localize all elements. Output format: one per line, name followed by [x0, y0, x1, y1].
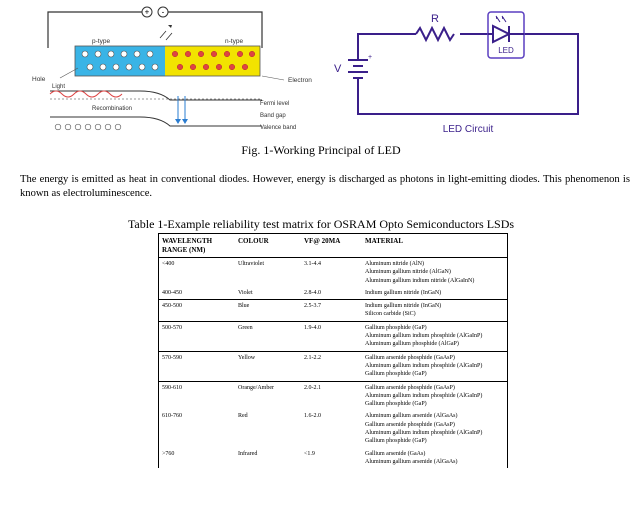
cell-vf: 2.1-2.2 [301, 350, 362, 382]
cell-colour: Infrared [238, 450, 258, 457]
cell-range: <400 [162, 261, 175, 267]
resistor-icon [415, 25, 455, 43]
material-line: Aluminum gallium indium phosphide (AlGaI… [365, 362, 483, 369]
p-type-label: p-type [92, 38, 110, 45]
cell-material: Gallium phosphide (GaP) Aluminum gallium … [362, 320, 508, 352]
minus-sign: - [162, 8, 165, 17]
fermi-level-label: Fermi level [260, 101, 289, 107]
cell-range: 570-590 [158, 350, 235, 382]
table-row: 400-450 Violet 2.8-4.0 Indium gallium nitri… [159, 287, 508, 300]
material-line: Aluminum nitride (AlN) [365, 261, 424, 267]
svg-text:+: + [368, 54, 372, 61]
cell-range: >760 [162, 450, 175, 457]
material-line: Silicon carbide (SiC) [365, 311, 416, 318]
header-material: MATERIAL [362, 233, 508, 258]
resistor-label: R [431, 13, 439, 25]
material-line: Gallium phosphide (GaP) [365, 371, 427, 378]
cell-vf: <1.9 [304, 450, 315, 457]
cell-vf: 1.9-4.0 [301, 320, 362, 352]
cell-vf: 2.0-2.1 [301, 380, 362, 411]
material-line: Gallium arsenide phosphide (GaAsP) [365, 354, 455, 361]
led-junction-diagram: + - p-type n-type Hole Electron Light Re… [32, 6, 312, 131]
material-line: Aluminum gallium indium phosphide (AlGaI… [365, 430, 483, 437]
cell-colour: Green [235, 320, 301, 352]
cell-vf: 3.1-4.4 [304, 261, 321, 267]
cell-colour: Orange/Amber [235, 380, 301, 411]
cell-material: Aluminum nitride (AlN) Aluminum gallium n… [362, 258, 508, 287]
material-line: Gallium phosphide (GaP) [365, 401, 427, 408]
cell-colour: Blue [235, 299, 301, 322]
cell-vf: 2.8-4.0 [304, 289, 321, 296]
material-line: Aluminum gallium nitride (AlGaN) [365, 269, 451, 276]
cell-colour: Yellow [235, 350, 301, 382]
cell-material: Indium gallium nitride (InGaN) [362, 287, 508, 300]
reliability-table: WAVELENGTH RANGE (NM) COLOUR VF@ 20MA MA… [158, 233, 508, 469]
figure-caption: Fig. 1-Working Principal of LED [241, 143, 401, 157]
material-line: Gallium phosphide (GaP) [365, 438, 427, 445]
table-row: <400 Ultraviolet 3.1-4.4 Aluminum nitride (… [159, 258, 508, 287]
led-circuit-diagram: R LED + V LED Circuit [334, 11, 579, 135]
cell-range: 590-610 [158, 380, 235, 411]
electron-label: Electron [288, 77, 312, 84]
material-line: Aluminum gallium indium phosphide (AlGaI… [365, 392, 483, 399]
header-wavelength: WAVELENGTH RANGE (NM) [158, 233, 235, 258]
n-type-region [165, 46, 260, 76]
cell-colour: Violet [238, 289, 253, 296]
cell-colour: Ultraviolet [238, 261, 264, 267]
header-colour: COLOUR [235, 233, 301, 258]
cell-range: 610-760 [162, 413, 182, 420]
cell-colour: Red [238, 413, 248, 420]
cell-vf: 1.6-2.0 [304, 413, 321, 420]
led-label: LED [498, 46, 514, 55]
material-line: Aluminum gallium phosphide (AlGaP) [365, 341, 459, 348]
circuit-title: LED Circuit [443, 124, 494, 135]
hole-label: Hole [32, 76, 46, 83]
table-body: <400 Ultraviolet 3.1-4.4 Aluminum nitride (… [158, 258, 508, 469]
battery-icon: + - [141, 6, 169, 18]
body-paragraph: The energy is emitted as heat in convent… [20, 174, 630, 199]
cell-material: Indium gallium nitride (InGaN)Silicon ca… [362, 299, 508, 322]
material-line: Gallium arsenide phosphide (GaAsP) [365, 384, 455, 391]
cell-material: Aluminum gallium arsenide (AlGaAs)Galliu… [362, 410, 508, 447]
p-type-region [75, 46, 165, 76]
material-line: Gallium arsenide phosphide (GaAsP) [365, 421, 455, 428]
header-vf: VF@ 20MA [301, 233, 362, 258]
cell-material: Gallium arsenide (GaAs)Aluminum gallium … [362, 448, 508, 469]
table-row: 610-760 Red 1.6-2.0 Aluminum gallium arseni… [159, 410, 508, 447]
table-caption: Table 1-Example reliability test matrix … [127, 217, 515, 231]
plus-sign: + [145, 8, 150, 17]
band-gap-label: Band gap [260, 113, 286, 119]
material-line: Aluminum gallium arsenide (AlGaAs) [365, 458, 458, 465]
table-row: >760 Infrared <1.9 Gallium arsenide (GaAs)A… [159, 448, 508, 469]
material-line: Indium gallium nitride (InGaN) [365, 303, 442, 310]
cell-vf: 2.5-3.7 [301, 299, 362, 322]
material-line: Gallium phosphide (GaP) [365, 324, 427, 331]
cell-material: Gallium arsenide phosphide (GaAsP)Alumin… [362, 350, 508, 382]
cell-range: 450-500 [158, 299, 235, 322]
material-line: Aluminum gallium arsenide (AlGaAs) [365, 413, 458, 420]
material-line: Aluminum gallium indium nitride (AlGaInN… [365, 277, 475, 284]
cell-range: 500-570 [158, 320, 235, 352]
light-label: Light [52, 84, 65, 90]
cell-range: 400-450 [162, 289, 182, 296]
voltage-label: V [334, 63, 342, 75]
material-line: Indium gallium nitride (InGaN) [365, 289, 442, 296]
valence-band-label: Valence band [260, 125, 296, 131]
n-type-label: n-type [225, 38, 243, 45]
led-icon [488, 15, 524, 44]
cell-material: Gallium arsenide phosphide (GaAsP)Alumin… [362, 380, 508, 411]
material-line: Gallium arsenide (GaAs) [365, 450, 426, 457]
recombination-label: Recombination [92, 106, 132, 112]
material-line: Aluminum gallium indium phosphide (AlGaI… [365, 333, 483, 340]
table-header-row: WAVELENGTH RANGE (NM) COLOUR VF@ 20MA MA… [158, 233, 508, 258]
battery-symbol-icon [348, 54, 368, 84]
